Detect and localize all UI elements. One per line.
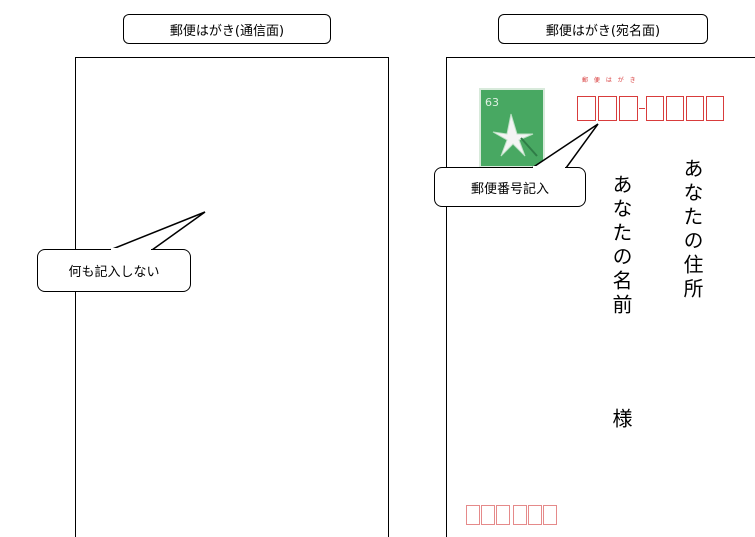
no-entry-callout: 何も記入しない	[37, 249, 191, 292]
zip-box-7	[706, 96, 724, 121]
message-side-postcard	[75, 57, 389, 537]
zip-box-4	[646, 96, 664, 121]
address-side-title-text: 郵便はがき(宛名面)	[545, 23, 661, 39]
message-side-title: 郵便はがき(通信面)	[123, 14, 331, 44]
lily-flower-icon	[492, 113, 538, 157]
sender-zip-box-4	[513, 505, 527, 525]
honorific-text: 様	[609, 408, 633, 432]
zip-box-3	[619, 96, 638, 121]
sender-zip-box-5	[528, 505, 542, 525]
your-address-text: あなたの住所	[680, 158, 704, 302]
postage-stamp: 63	[479, 88, 545, 168]
left-callout-seam	[111, 248, 151, 251]
sender-zip-box-6	[543, 505, 557, 525]
sender-zip-box-2	[481, 505, 495, 525]
zip-box-6	[686, 96, 704, 121]
right-callout-tail	[529, 123, 599, 169]
zip-box-5	[666, 96, 684, 121]
address-side-title: 郵便はがき(宛名面)	[498, 14, 708, 44]
zip-code-callout: 郵便番号記入	[434, 167, 586, 207]
sender-zip-box-1	[466, 505, 480, 525]
zip-code-callout-text: 郵便番号記入	[470, 181, 549, 197]
your-name-text: あなたの名前	[609, 174, 633, 318]
no-entry-callout-text: 何も記入しない	[68, 265, 160, 280]
right-callout-seam	[533, 166, 565, 169]
message-side-title-text: 郵便はがき(通信面)	[169, 23, 285, 39]
zip-box-2	[598, 96, 617, 121]
left-callout-tail	[109, 211, 206, 251]
sender-zip-box-3	[496, 505, 510, 525]
zip-separator	[639, 108, 645, 110]
zip-box-1	[577, 96, 596, 121]
stamp-value: 63	[485, 96, 499, 109]
postcard-header-text: 郵 便 は が き	[582, 77, 638, 84]
